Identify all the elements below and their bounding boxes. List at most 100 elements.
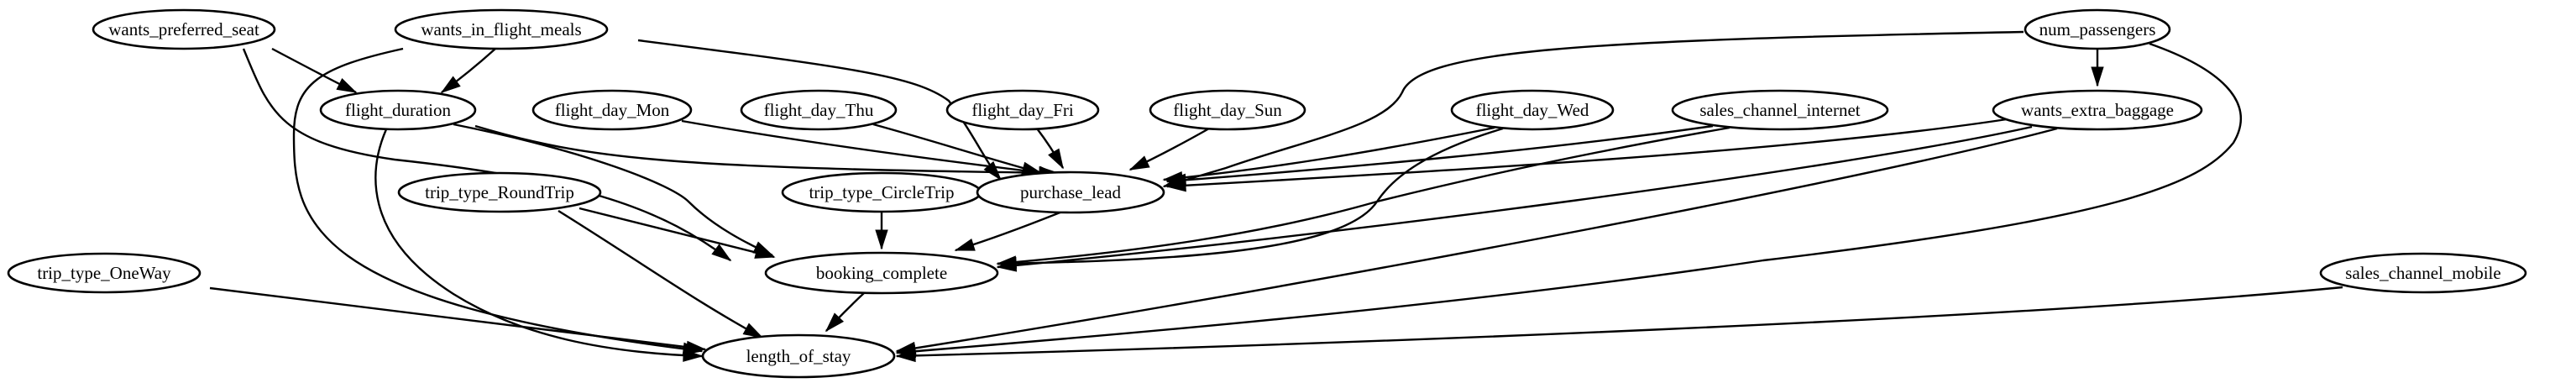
node-label: trip_type_RoundTrip bbox=[425, 182, 574, 202]
node-ellipse bbox=[701, 333, 896, 379]
edges-layer bbox=[209, 30, 2343, 363]
node-trip-type-RoundTrip: trip_type_RoundTrip bbox=[397, 171, 602, 213]
node-flight-duration: flight_duration bbox=[319, 89, 477, 131]
node-ellipse bbox=[764, 251, 999, 295]
arrowhead-icon bbox=[825, 312, 845, 333]
arrowhead-icon bbox=[742, 323, 764, 338]
node-flight-day-Wed: flight_day_Wed bbox=[1450, 89, 1615, 131]
edge-line bbox=[1163, 30, 2024, 188]
arrowhead-icon bbox=[685, 340, 707, 354]
edge-line bbox=[209, 286, 706, 351]
edge-trip_type_CircleTrip-to-booking_complete bbox=[875, 212, 888, 250]
edge-line bbox=[292, 47, 703, 353]
edge-line bbox=[896, 286, 2343, 358]
node-wants-extra-baggage: wants_extra_baggage bbox=[1992, 89, 2203, 131]
arrowhead-icon bbox=[711, 244, 732, 261]
edge-line bbox=[872, 123, 1042, 175]
node-sales-channel-internet: sales_channel_internet bbox=[1671, 89, 1889, 131]
edge-line bbox=[374, 129, 703, 358]
node-label: wants_extra_baggage bbox=[2021, 100, 2174, 120]
node-label: flight_day_Sun bbox=[1173, 100, 1282, 120]
edge-line bbox=[997, 126, 1730, 265]
edge-line bbox=[681, 119, 1059, 176]
node-label: num_passengers bbox=[2039, 19, 2156, 39]
node-label: flight_duration bbox=[345, 100, 451, 120]
edge-line bbox=[1166, 118, 2008, 188]
node-wants-in-flight-meals: wants_in_flight_meals bbox=[394, 8, 609, 50]
node-flight-day-Mon: flight_day_Mon bbox=[531, 89, 693, 131]
node-ellipse bbox=[1671, 89, 1889, 131]
edge-wants_extra_baggage-to-length_of_stay bbox=[895, 127, 2058, 355]
edge-line bbox=[1166, 124, 1714, 183]
node-length-of-stay: length_of_stay bbox=[701, 333, 896, 379]
edge-wants_in_flight_meals-to-flight_duration bbox=[440, 48, 496, 93]
edge-wants_extra_baggage-to-purchase_lead bbox=[1165, 118, 2008, 192]
edge-trip_type_OneWay-to-length_of_stay bbox=[209, 286, 707, 354]
arrowhead-icon bbox=[1128, 155, 1150, 171]
edge-trip_type_RoundTrip-to-length_of_stay bbox=[558, 209, 764, 339]
node-sales-channel-mobile: sales_channel_mobile bbox=[2319, 252, 2527, 294]
edge-flight_duration-to-length_of_stay bbox=[374, 129, 704, 362]
node-ellipse bbox=[7, 252, 202, 294]
node-label: purchase_lead bbox=[1020, 182, 1122, 202]
edge-line bbox=[1163, 126, 1495, 181]
node-ellipse bbox=[397, 171, 602, 213]
nodes-layer: wants_preferred_seat wants_in_flight_meal… bbox=[7, 8, 2527, 379]
arrowhead-icon bbox=[875, 229, 888, 250]
node-ellipse bbox=[319, 89, 477, 131]
arrowhead-icon bbox=[1165, 179, 1186, 192]
node-num-passengers: num_passengers bbox=[2024, 8, 2171, 50]
edge-line bbox=[558, 209, 763, 339]
edge-wants_preferred_seat-to-booking_complete bbox=[242, 48, 732, 261]
node-label: length_of_stay bbox=[746, 346, 851, 366]
node-purchase-lead: purchase_lead bbox=[976, 171, 1165, 214]
edge-sales_channel_mobile-to-length_of_stay bbox=[895, 286, 2343, 363]
edge-line bbox=[997, 125, 2033, 269]
edge-sales_channel_internet-to-purchase_lead bbox=[1165, 124, 1714, 186]
edge-line bbox=[997, 127, 1504, 265]
node-label: sales_channel_mobile bbox=[2345, 263, 2500, 283]
edge-line bbox=[896, 127, 2058, 353]
edge-line bbox=[637, 39, 1002, 181]
node-label: booking_complete bbox=[816, 263, 947, 283]
edge-line bbox=[242, 48, 731, 261]
edge-wants_extra_baggage-to-booking_complete bbox=[996, 125, 2033, 272]
edge-flight_day_Fri-to-purchase_lead bbox=[1036, 128, 1065, 170]
edge-flight_day_Thu-to-purchase_lead bbox=[872, 123, 1043, 175]
arrowhead-icon bbox=[954, 238, 976, 251]
node-ellipse bbox=[740, 89, 898, 131]
edge-line bbox=[453, 123, 773, 257]
arrowhead-icon bbox=[754, 245, 776, 259]
node-ellipse bbox=[1992, 89, 2203, 131]
edge-line bbox=[579, 207, 775, 259]
node-wants-preferred-seat: wants_preferred_seat bbox=[92, 8, 276, 50]
node-ellipse bbox=[1450, 89, 1615, 131]
edge-booking_complete-to-length_of_stay bbox=[825, 291, 866, 333]
arrowhead-icon bbox=[1048, 148, 1064, 170]
node-label: trip_type_OneWay bbox=[37, 263, 171, 283]
node-label: sales_channel_internet bbox=[1699, 100, 1860, 120]
node-flight-day-Thu: flight_day_Thu bbox=[740, 89, 898, 131]
node-ellipse bbox=[2024, 8, 2171, 50]
arrowhead-icon bbox=[336, 78, 358, 93]
arrowhead-icon bbox=[996, 259, 1018, 272]
node-flight-day-Fri: flight_day_Fri bbox=[945, 89, 1100, 131]
node-label: flight_day_Thu bbox=[764, 100, 874, 120]
node-ellipse bbox=[1149, 89, 1306, 131]
node-trip-type-CircleTrip: trip_type_CircleTrip bbox=[781, 171, 982, 213]
node-trip-type-OneWay: trip_type_OneWay bbox=[7, 252, 202, 294]
node-ellipse bbox=[945, 89, 1100, 131]
arrowhead-icon bbox=[1021, 161, 1043, 175]
edge-num_passengers-to-wants_extra_baggage bbox=[2091, 49, 2104, 87]
node-booking-complete: booking_complete bbox=[764, 251, 999, 295]
node-label: trip_type_CircleTrip bbox=[809, 182, 954, 202]
node-flight-day-Sun: flight_day_Sun bbox=[1149, 89, 1306, 131]
edge-trip_type_RoundTrip-to-booking_complete bbox=[579, 207, 776, 259]
arrowhead-icon bbox=[983, 160, 1003, 181]
arrowhead-icon bbox=[2091, 66, 2104, 87]
edge-wants_preferred_seat-to-flight_duration bbox=[271, 47, 358, 94]
node-label: flight_day_Fri bbox=[971, 100, 1073, 120]
edge-line bbox=[896, 42, 2242, 354]
node-label: flight_day_Wed bbox=[1476, 100, 1589, 120]
node-label: wants_preferred_seat bbox=[108, 19, 259, 39]
